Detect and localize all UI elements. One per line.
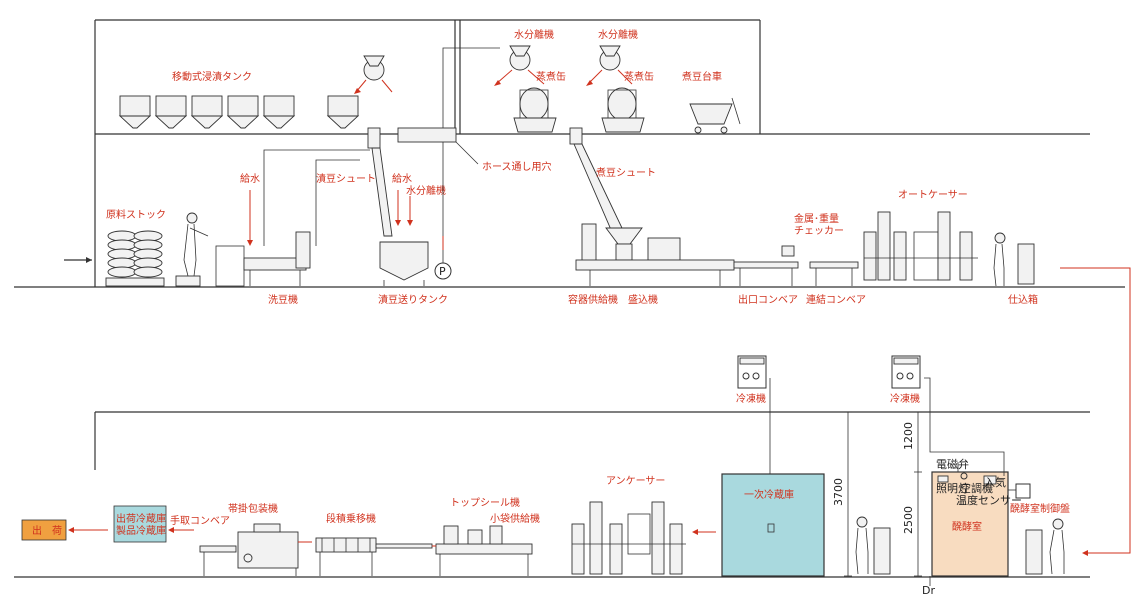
label-soak-chute: 漬豆シュート (316, 172, 376, 185)
label-aircon: 空調機 (960, 481, 993, 495)
label-water-sep-1: 水分離機 (514, 28, 554, 41)
label-supply-water-1: 給水 (240, 172, 260, 185)
exit-conveyor (733, 245, 799, 286)
worker-figure-2 (993, 232, 1035, 287)
freezer-unit-2 (891, 355, 1005, 470)
label-link-conveyor: 連結コンベア (806, 293, 866, 306)
dim-1200: 1200 (902, 422, 915, 450)
label-ferment-room: 醗酵室 (952, 520, 982, 533)
dimension-lines (844, 411, 922, 577)
label-raw-stock: 原料ストック (106, 208, 166, 221)
dim-3700: 3700 (832, 478, 845, 506)
label-freezer-2: 冷凍機 (890, 392, 920, 405)
ship-cold-box (113, 505, 167, 543)
label-metal-checker-2: チェッカー (794, 225, 844, 237)
dim-2500: 2500 (902, 506, 915, 534)
label-primary-cold: 一次冷蔵庫 (744, 488, 794, 501)
pump-symbol: P (439, 265, 446, 278)
label-steam-1: 蒸煮缶 (536, 70, 566, 83)
mobile-soak-tanks (118, 95, 360, 129)
raw-stock-sacks (105, 230, 165, 287)
label-boiled-chute: 煮豆シュート (596, 167, 656, 179)
label-intake: 入気 (984, 475, 1006, 489)
water-separator-1 (494, 45, 545, 86)
label-light: 照明灯 (936, 482, 969, 495)
freezer-unit-1 (737, 355, 771, 474)
worker-figure-1 (175, 212, 209, 287)
ferment-room-fixtures (937, 462, 1031, 499)
label-filler: 盛込機 (628, 293, 658, 306)
water-separator-2 (586, 45, 633, 86)
label-band-pack: 帯掛包装機 (228, 502, 278, 515)
lower-building-frame (14, 411, 1090, 578)
label-hose-hole: ホース通し用穴 (482, 160, 552, 173)
label-cart: 煮豆台車 (682, 70, 722, 83)
primary-cold-room (721, 473, 825, 577)
label-water-sep-2: 水分離機 (598, 28, 638, 41)
label-ship-cold-1: 出荷冷蔵庫 (116, 512, 166, 525)
boiled-chute (569, 127, 623, 233)
label-supply-water-2: 給水 (392, 172, 412, 185)
connector-to-ferment (1060, 267, 1131, 556)
steamer-1 (513, 87, 557, 133)
label-steam-2: 蒸煮缶 (624, 70, 654, 83)
label-manual-conveyor: 手取コンベア (170, 514, 230, 527)
label-mobile-tanks: 移動式浸漬タンク (172, 70, 252, 83)
label-top-seal: トップシール機 (450, 496, 520, 509)
label-stack-transfer: 段積乗移機 (326, 512, 376, 525)
label-auto-caser: オートケーサー (898, 189, 968, 201)
band-pack-machine (199, 523, 299, 576)
label-bag-feeder: 小袋供給機 (490, 512, 540, 525)
steamer-2 (601, 87, 645, 133)
water-supply-lines (247, 149, 413, 246)
link-conveyor (809, 261, 859, 286)
worker-figure-4 (1025, 518, 1065, 575)
label-ship-cold-2: 製品冷蔵庫 (116, 524, 166, 537)
worker-figure-3 (855, 516, 891, 575)
inbound-arrow (64, 257, 92, 263)
label-container-feeder: 容器供給機 (568, 293, 618, 306)
filler-line (575, 223, 735, 286)
lower-flow-arrows (298, 541, 436, 547)
top-seal-machine (435, 525, 533, 576)
label-shipping: 出 荷 (32, 524, 62, 537)
transfer-tank: P (379, 47, 500, 286)
ferment-room (931, 471, 1009, 577)
label-freezer-1: 冷凍機 (736, 392, 766, 405)
label-exit-conveyor: 出口コンベア (738, 293, 798, 306)
label-metal-checker-1: 金属･重量 (794, 212, 839, 225)
label-uncaser: アンケーサー (606, 475, 665, 487)
upper-building-frame (14, 19, 1125, 288)
boiled-bean-cart (689, 97, 741, 134)
soak-chute (367, 127, 393, 237)
hose-hole (397, 127, 479, 165)
uncaser (571, 501, 686, 575)
shipping-box (21, 519, 67, 541)
label-temp-sensor: 温度センサー (956, 493, 1022, 507)
label-drain: Dr (922, 584, 935, 597)
label-staging-box: 仕込箱 (1008, 293, 1038, 306)
auto-caser (863, 211, 978, 281)
water-separator-0 (354, 55, 393, 94)
label-transfer-tank: 漬豆送りタンク (378, 293, 448, 306)
washer-machine (215, 231, 311, 287)
label-water-sep-3: 水分離機 (406, 184, 446, 197)
label-ferment-ctrl: 醗酵室制御盤 (1010, 502, 1070, 515)
label-washer: 洗豆機 (268, 293, 298, 306)
label-solenoid: 電磁弁 (936, 457, 969, 471)
stack-transfer (315, 537, 433, 576)
